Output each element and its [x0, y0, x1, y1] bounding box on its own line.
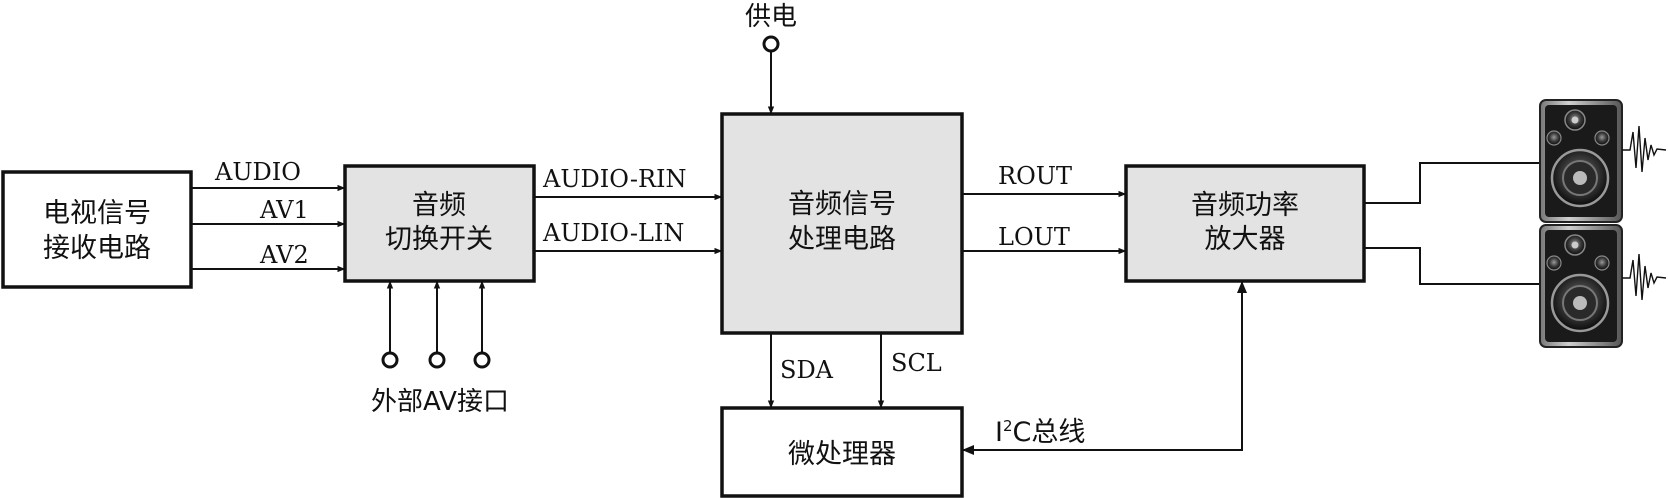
power-amp-line2: 放大器 — [1205, 224, 1286, 255]
sound-wave-icon — [1622, 253, 1667, 301]
external-av-inputs: 外部AV接口 — [371, 280, 509, 417]
amp-to-speaker-lines — [1364, 162, 1540, 285]
speaker-icon — [1539, 224, 1623, 348]
scl-label: SCL — [891, 349, 942, 377]
tv-receiver-line1: 电视信号 — [43, 198, 151, 229]
i2c-bus: I2C总线 — [962, 281, 1247, 455]
i2c-data-lines: SDA SCL — [767, 333, 942, 409]
switch-to-processor-lines: AUDIO-RIN AUDIO-LIN — [534, 165, 723, 255]
speaker-icon — [1539, 99, 1623, 223]
tv-signal-receiver-block: 电视信号 接收电路 — [1, 170, 193, 289]
audio-signal-label: AUDIO — [214, 158, 301, 186]
power-amp-line1: 音频功率 — [1191, 190, 1299, 221]
rout-label: ROUT — [998, 162, 1072, 190]
tv-to-switch-lines: AUDIO AV1 AV2 — [191, 158, 346, 273]
tv-receiver-line2: 接收电路 — [43, 233, 151, 264]
external-av-label: 外部AV接口 — [371, 387, 509, 417]
power-supply-input: 供电 — [745, 2, 797, 115]
power-terminal-icon — [762, 35, 780, 53]
external-av-terminal-icon — [428, 351, 446, 369]
processor-to-amp-lines: ROUT LOUT — [962, 162, 1127, 255]
av1-signal-label: AV1 — [259, 196, 309, 224]
audio-processor-line1: 音频信号 — [788, 189, 896, 220]
external-av-terminal-icon — [381, 351, 399, 369]
audio-lin-label: AUDIO-LIN — [542, 219, 684, 247]
audio-switch-line1: 音频 — [412, 190, 466, 221]
audio-processor-block: 音频信号 处理电路 — [720, 112, 964, 335]
audio-rin-label: AUDIO-RIN — [542, 165, 687, 193]
power-amplifier-block: 音频功率 放大器 — [1124, 164, 1366, 283]
audio-switch-line2: 切换开关 — [385, 224, 493, 255]
lout-label: LOUT — [998, 223, 1070, 251]
i2c-bus-label: I2C总线 — [995, 417, 1085, 448]
audio-processor-line2: 处理电路 — [788, 224, 896, 255]
microprocessor-label: 微处理器 — [788, 439, 896, 470]
audio-switch-block: 音频 切换开关 — [343, 164, 536, 283]
power-label: 供电 — [745, 2, 797, 32]
sound-wave-icon — [1622, 125, 1667, 173]
external-av-terminal-icon — [473, 351, 491, 369]
sda-label: SDA — [780, 356, 834, 384]
microprocessor-block: 微处理器 — [720, 406, 964, 498]
av2-signal-label: AV2 — [259, 241, 309, 269]
